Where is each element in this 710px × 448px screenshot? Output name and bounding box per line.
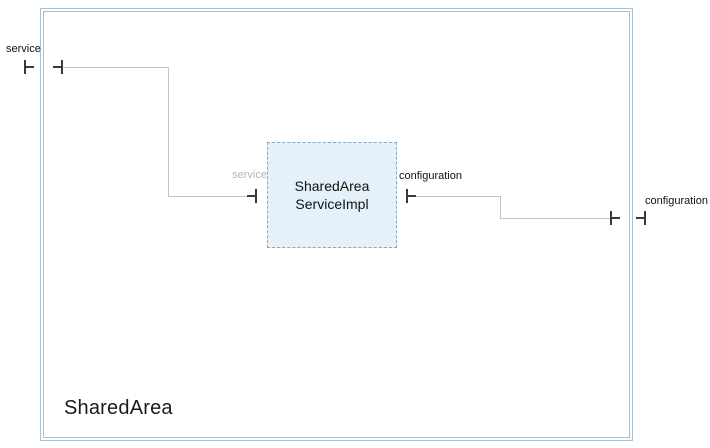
connector-stub-icon [408, 195, 416, 197]
component-title-line2: ServiceImpl [295, 196, 369, 212]
service-external-label: service [6, 43, 41, 55]
configuration-wire-seg1 [416, 196, 501, 197]
connector-stub-icon [247, 195, 255, 197]
connector-stub-icon [636, 217, 644, 219]
service-internal-label: service [232, 169, 267, 181]
connector-tick-icon [406, 189, 408, 203]
connector-stub-icon [26, 66, 34, 68]
component-sharedareaserviceimpl[interactable]: SharedArea ServiceImpl [267, 142, 397, 248]
configuration-wire-seg2 [500, 196, 501, 219]
composite-frame-inner-line [43, 11, 630, 438]
connector-stub-icon [612, 217, 620, 219]
configuration-wire-seg3 [500, 218, 610, 219]
service-wire-seg3 [168, 196, 247, 197]
service-wire-seg2 [168, 67, 169, 196]
connector-tick-icon [61, 60, 63, 74]
configuration-external-label: configuration [645, 195, 708, 207]
component-title: SharedArea ServiceImpl [295, 177, 370, 213]
service-wire-seg1 [63, 67, 169, 68]
connector-tick-icon [610, 211, 612, 225]
connector-stub-icon [53, 66, 61, 68]
connector-tick-icon [24, 60, 26, 74]
composite-label: SharedArea [64, 397, 173, 419]
connector-tick-icon [255, 189, 257, 203]
component-title-line1: SharedArea [294, 177, 370, 194]
configuration-internal-label: configuration [399, 170, 462, 182]
connector-tick-icon [644, 211, 646, 225]
composite-frame[interactable] [40, 8, 633, 441]
